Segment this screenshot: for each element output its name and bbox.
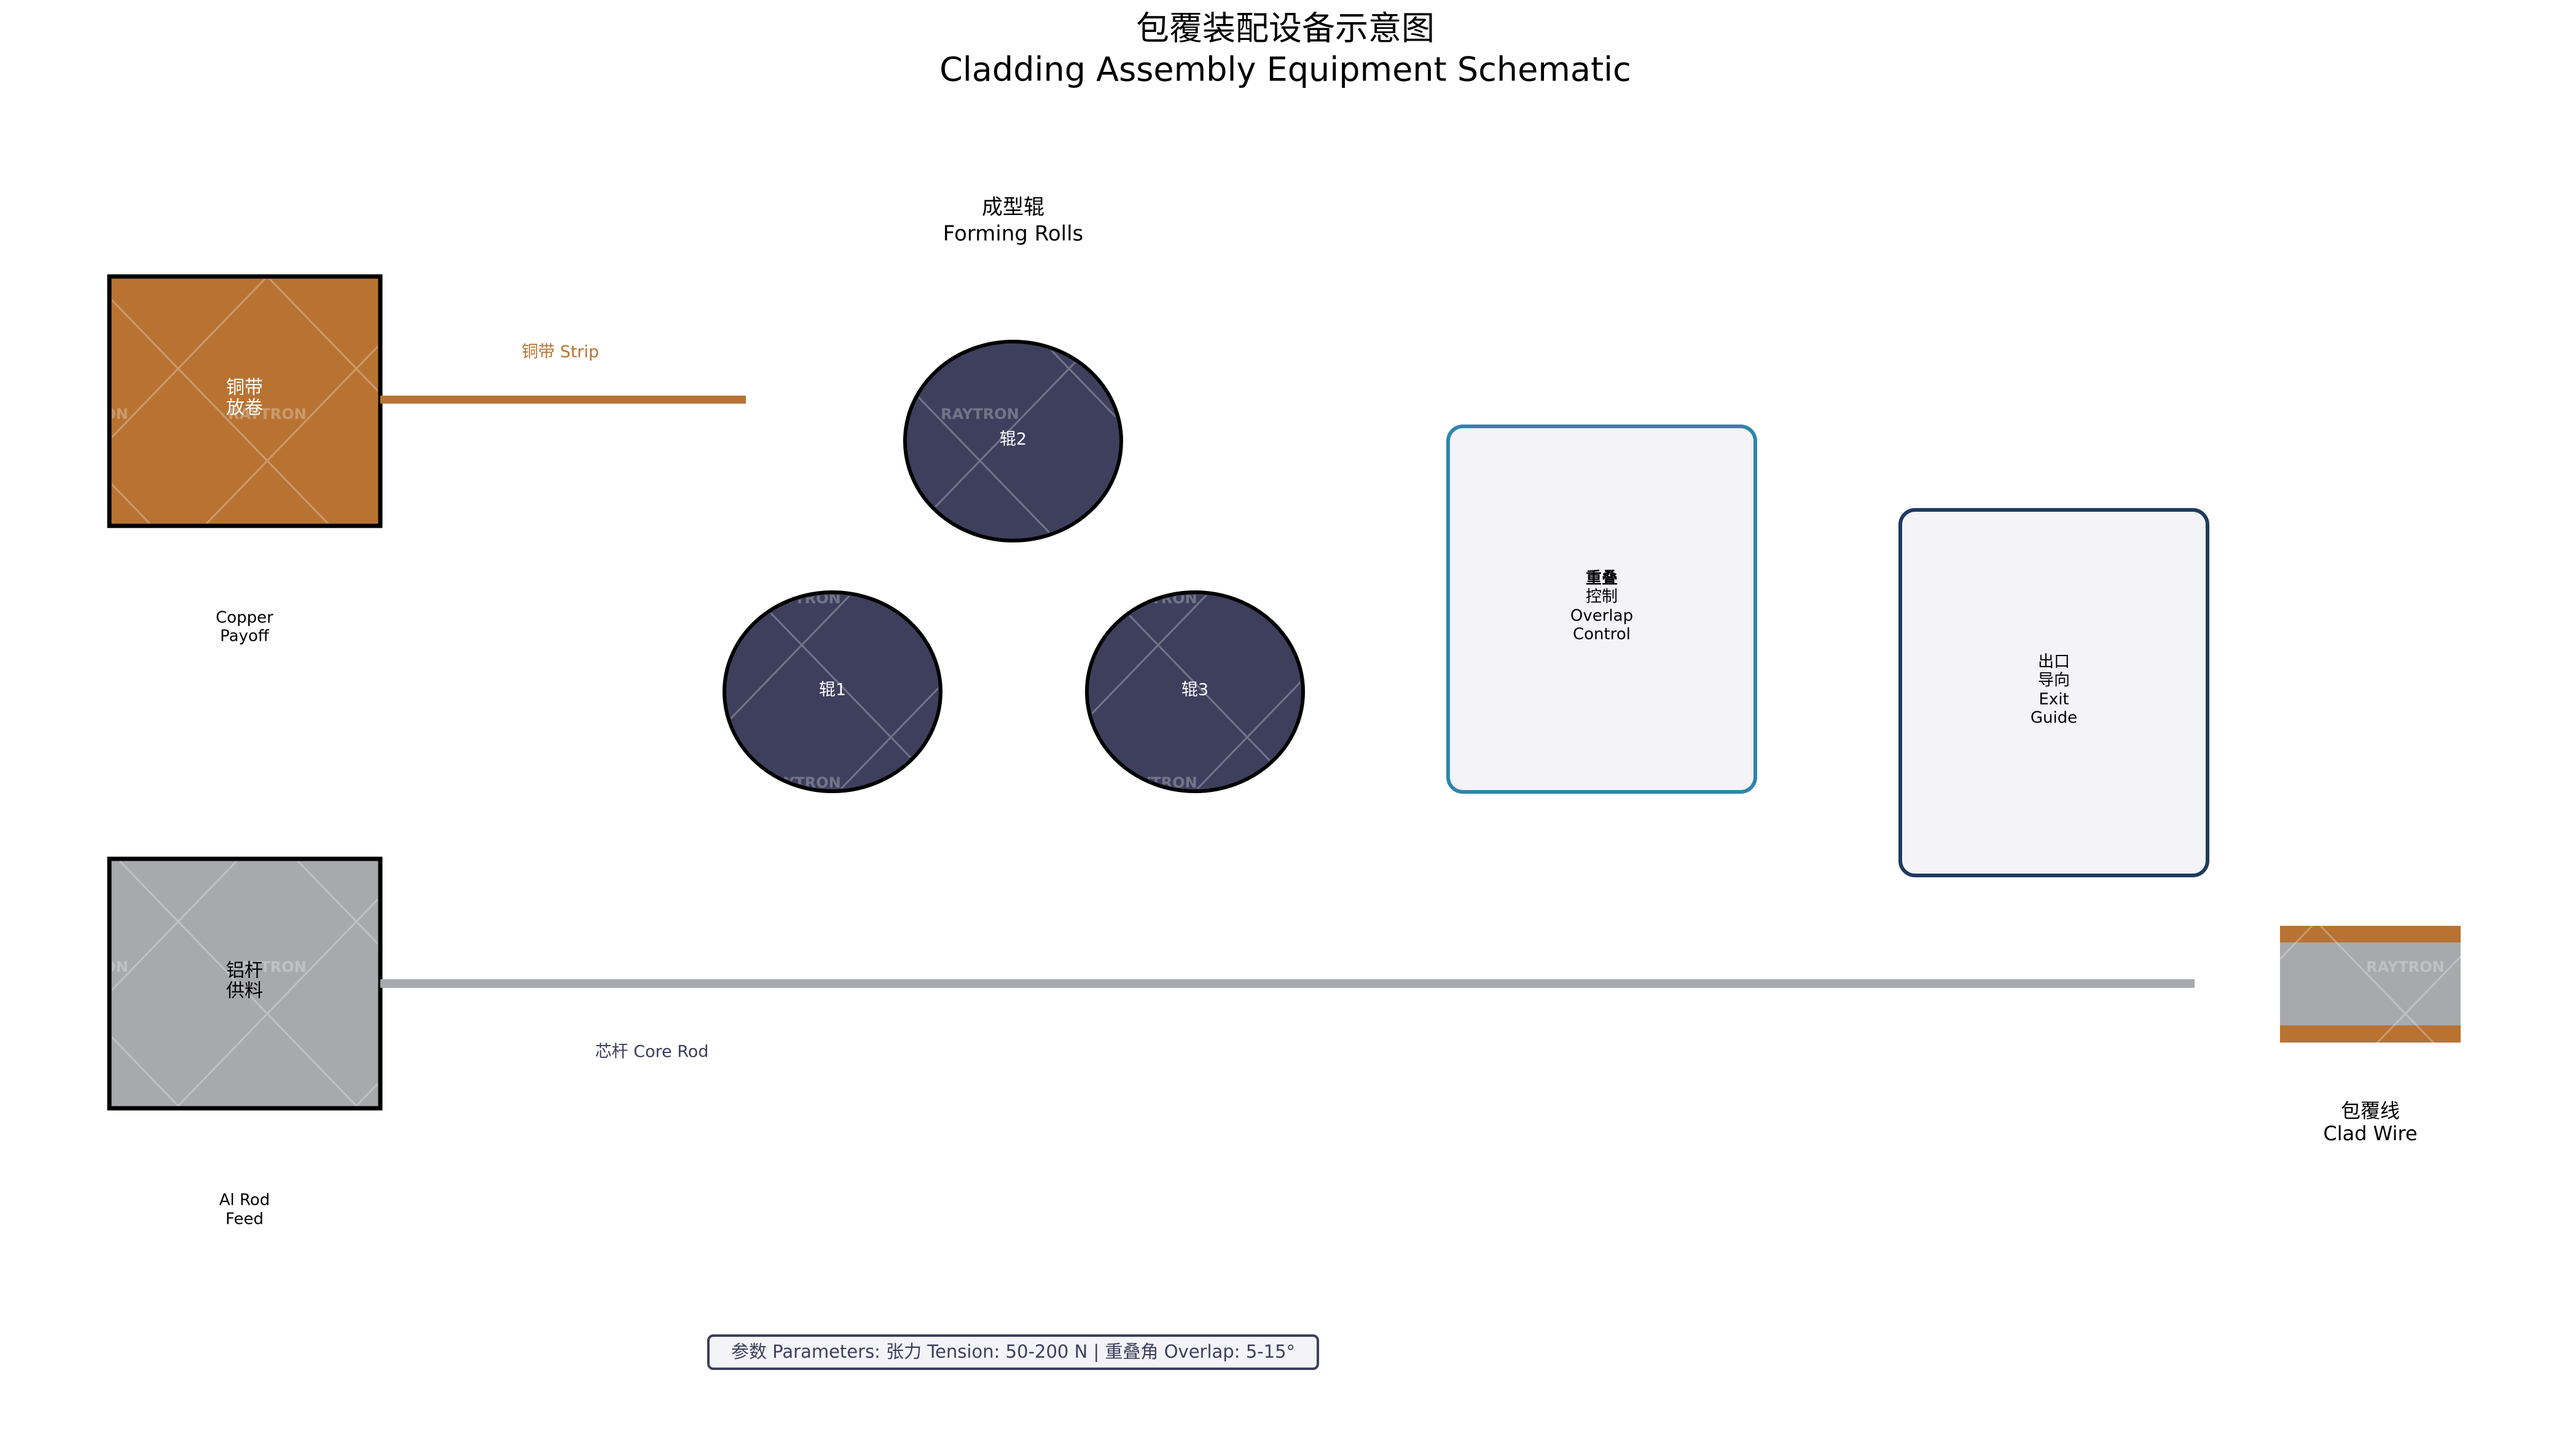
forming-roll-1: 辊1 <box>723 590 942 793</box>
overlap-control: 重叠 控制 Overlap Control <box>1446 425 1757 794</box>
copper-payoff: 铜带 放卷 <box>107 274 383 528</box>
overlap-line-4: Control <box>1573 625 1631 644</box>
copper-strip-line <box>380 396 746 404</box>
forming-roll-2: 辊2 <box>903 340 1123 542</box>
clad-wire <box>2280 926 2461 1043</box>
forming-rolls-title-2: Forming Rolls <box>943 222 1084 246</box>
al-rod-caption-2: Feed <box>225 1210 264 1229</box>
al-rod-caption-1: Al Rod <box>219 1191 270 1210</box>
overlap-line-1: 重叠 <box>1586 569 1618 588</box>
forming-roll-3: 辊3 <box>1085 590 1305 793</box>
exit-line-1: 出口 <box>2038 653 2070 671</box>
copper-payoff-caption-1: Copper <box>216 609 273 627</box>
overlap-line-3: Overlap <box>1570 607 1633 625</box>
core-rod-line <box>380 979 2195 988</box>
exit-line-3: Exit <box>2039 691 2069 709</box>
overlap-line-2: 控制 <box>1586 588 1618 606</box>
al-rod-feed: 铝杆 供料 <box>107 856 383 1111</box>
al-rod-label-2: 供料 <box>226 980 263 1002</box>
copper-payoff-label-2: 放卷 <box>226 397 263 419</box>
forming-rolls-title-1: 成型辊 <box>982 195 1044 220</box>
roll-1-label: 辊1 <box>819 681 846 700</box>
exit-guide: 出口 导向 Exit Guide <box>1898 508 2209 877</box>
exit-line-4: Guide <box>2031 709 2077 727</box>
clad-wire-label-2: Clad Wire <box>2323 1122 2417 1145</box>
copper-payoff-label-1: 铜带 <box>226 377 263 399</box>
roll-3-label: 辊3 <box>1181 681 1209 700</box>
clad-wire-label-1: 包覆线 <box>2341 1099 2400 1122</box>
core-rod-label: 芯杆 Core Rod <box>595 1043 709 1062</box>
al-rod-label-1: 铝杆 <box>226 960 263 982</box>
parameters-text: 参数 Parameters: 张力 Tension: 50-200 N | 重叠… <box>731 1341 1295 1362</box>
strip-label: 铜带 Strip <box>522 343 599 362</box>
watermark-pattern <box>112 279 378 523</box>
exit-line-2: 导向 <box>2038 671 2070 690</box>
copper-payoff-caption-2: Payoff <box>220 627 270 646</box>
title-line2: Cladding Assembly Equipment Schematic <box>939 50 1631 89</box>
title-line1: 包覆装配设备示意图 <box>1136 9 1435 48</box>
parameters-box: 参数 Parameters: 张力 Tension: 50-200 N | 重叠… <box>707 1334 1319 1370</box>
roll-2-label: 辊2 <box>1000 430 1027 449</box>
